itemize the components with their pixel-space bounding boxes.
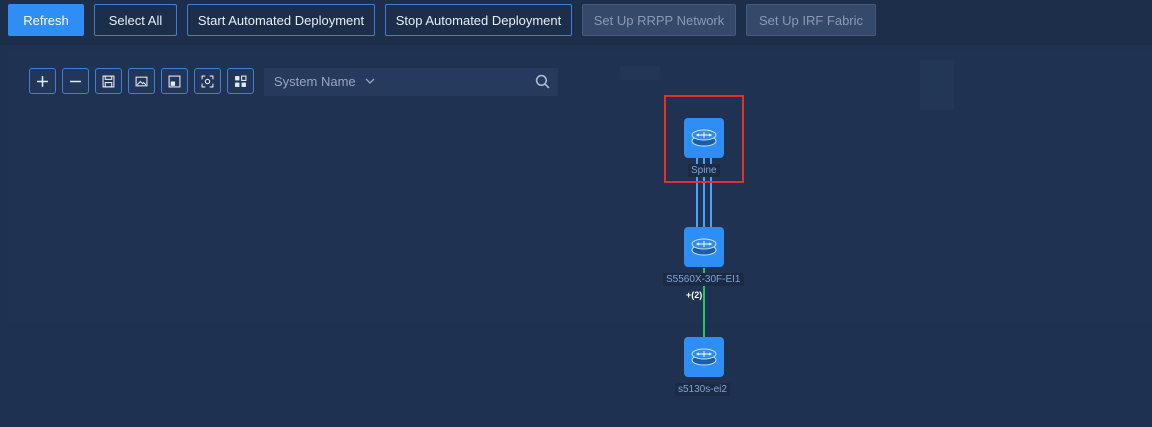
canvas-shadow — [620, 66, 660, 80]
selection-highlight — [664, 95, 744, 183]
stop-automated-deployment-button[interactable]: Stop Automated Deployment — [385, 4, 572, 36]
set-up-rrpp-network-button[interactable]: Set Up RRPP Network — [582, 4, 736, 36]
node-s5130s-ei2[interactable] — [684, 337, 724, 377]
zoom-out-button[interactable] — [62, 68, 89, 94]
switch-icon — [691, 129, 717, 147]
topology-canvas[interactable] — [8, 50, 1152, 322]
zoom-in-button[interactable] — [29, 68, 56, 94]
switch-icon — [691, 238, 717, 256]
node-label-s5130s-ei2: s5130s-ei2 — [675, 383, 730, 396]
restore-icon — [168, 75, 181, 87]
select-all-button[interactable]: Select All — [94, 4, 177, 36]
minus-icon — [70, 80, 81, 82]
set-up-irf-fabric-button[interactable]: Set Up IRF Fabric — [746, 4, 876, 36]
image-icon — [135, 76, 148, 86]
restore-view-button[interactable] — [161, 68, 188, 94]
canvas-lower-area — [0, 322, 1152, 427]
node-spine[interactable] — [684, 118, 724, 158]
node-s5560x-30f-ei1[interactable] — [684, 227, 724, 267]
search-icon[interactable] — [535, 74, 550, 89]
search-box[interactable]: System Name — [264, 68, 558, 96]
export-image-button[interactable] — [128, 68, 155, 94]
layout-button[interactable] — [227, 68, 254, 94]
chevron-down-icon[interactable] — [364, 74, 376, 88]
plus-icon — [37, 75, 48, 87]
node-label-s5560x-30f-ei1: S5560X-30F-EI1 — [663, 273, 744, 286]
search-field-select[interactable]: System Name — [274, 74, 356, 89]
start-automated-deployment-button[interactable]: Start Automated Deployment — [187, 4, 375, 36]
link-count-label: +(2) — [686, 290, 703, 300]
refresh-button[interactable]: Refresh — [8, 4, 84, 36]
save-button[interactable] — [95, 68, 122, 94]
node-label-spine: Spine — [688, 164, 720, 177]
fit-view-button[interactable] — [194, 68, 221, 94]
grid-icon — [235, 75, 247, 87]
switch-icon — [691, 348, 717, 366]
canvas-shadow — [920, 60, 954, 110]
save-icon — [102, 75, 115, 87]
focus-icon — [201, 75, 214, 87]
